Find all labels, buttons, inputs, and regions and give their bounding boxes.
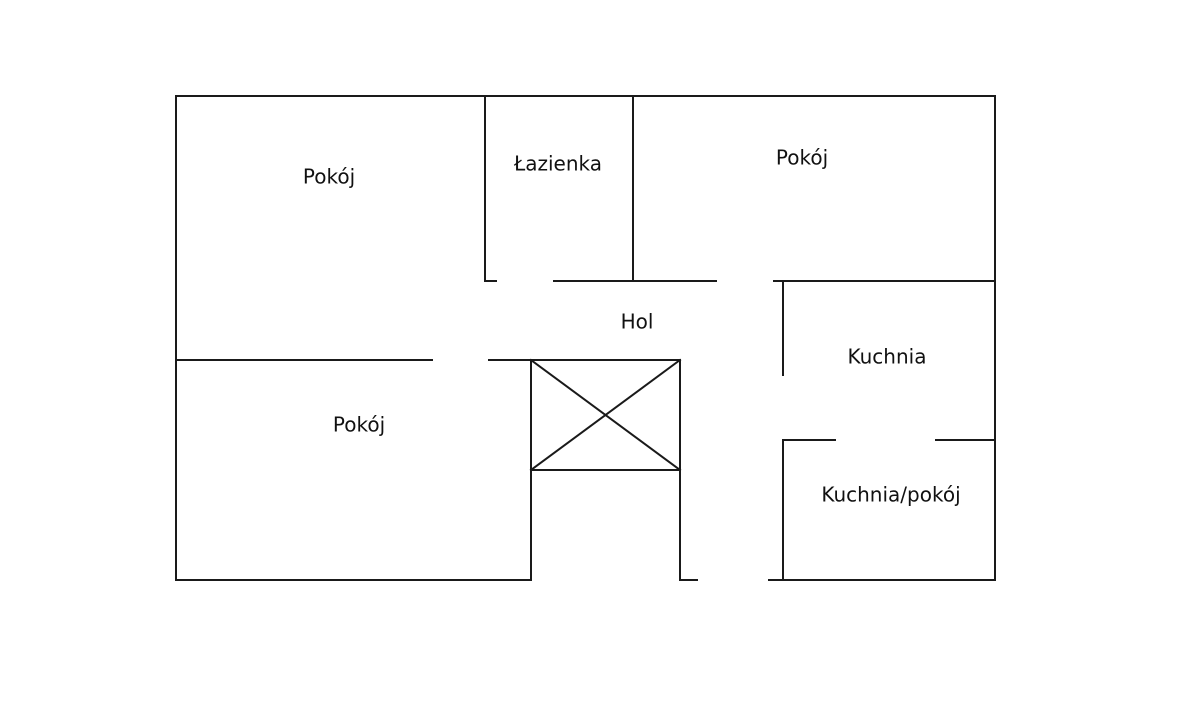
room-label-hol: Hol — [621, 310, 654, 334]
stairwell-cross-2 — [529, 358, 682, 472]
room-label-lazienka: Łazienka — [513, 152, 602, 176]
room-label-kuchnia: Kuchnia — [848, 345, 927, 369]
room-label-pokoj-top-right: Pokój — [776, 146, 828, 170]
room-label-pokoj-top-left: Pokój — [303, 165, 355, 189]
room-label-pokoj-bottom-left: Pokój — [333, 413, 385, 437]
room-label-kuchnia-pokoj: Kuchnia/pokój — [821, 483, 960, 507]
